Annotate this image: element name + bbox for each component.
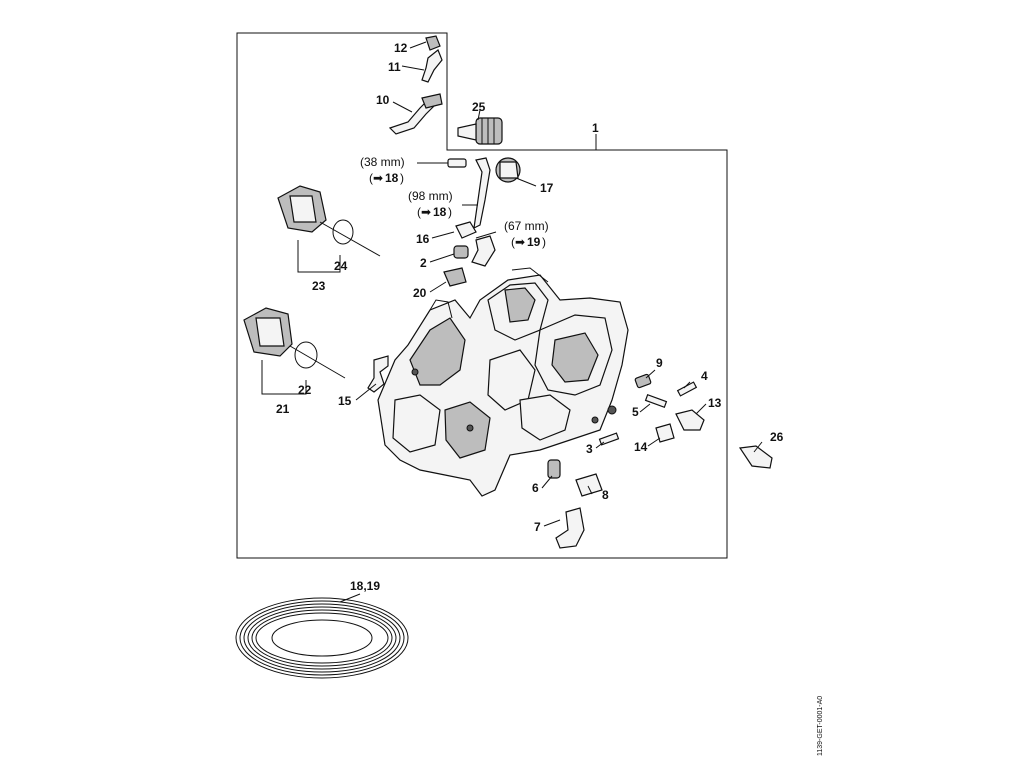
note-38mm-ref: 18 <box>385 171 399 185</box>
callout-20: 20 <box>413 286 427 300</box>
assembly-frame <box>236 32 728 559</box>
callout-13: 13 <box>708 396 722 410</box>
callout-21: 21 <box>276 402 290 416</box>
note-98mm-ref: 18 <box>433 205 447 219</box>
callout-23: 23 <box>312 279 326 293</box>
oil-line-assembly <box>388 35 443 135</box>
note-38mm: (38 mm) <box>360 155 405 169</box>
callout-15: 15 <box>338 394 352 408</box>
callout-18-19: 18,19 <box>350 579 380 593</box>
crankcase-housing <box>377 267 629 497</box>
callout-25: 25 <box>472 100 486 114</box>
callout-24: 24 <box>334 259 348 273</box>
callout-6: 6 <box>532 481 539 495</box>
fuel-filter <box>457 117 503 145</box>
callout-12: 12 <box>394 41 408 55</box>
note-67mm-ref: 19 <box>527 235 541 249</box>
callout-26: 26 <box>770 430 784 444</box>
hose-coil <box>235 597 409 679</box>
callout-14: 14 <box>634 440 648 454</box>
callout-5: 5 <box>632 405 639 419</box>
callout-22: 22 <box>298 383 312 397</box>
callout-16: 16 <box>416 232 430 246</box>
callout-11: 11 <box>388 60 401 74</box>
note-38mm-arrow: (➡ <box>369 171 383 185</box>
callout-4: 4 <box>701 369 708 383</box>
note-67mm-arrow: (➡ <box>511 235 525 249</box>
note-67mm-close: ) <box>542 235 546 249</box>
hose-15 <box>367 355 389 393</box>
callout-2: 2 <box>420 256 427 270</box>
callout-1: 1 <box>592 121 599 135</box>
callout-17: 17 <box>540 181 554 195</box>
note-67mm: (67 mm) <box>504 219 549 233</box>
callout-7: 7 <box>534 520 541 534</box>
screw-26 <box>738 445 773 469</box>
small-hardware <box>547 373 705 549</box>
oil-pump-21 <box>243 307 346 395</box>
document-id: 1139-GET-0001-A0 <box>817 696 824 756</box>
oil-pump-23 <box>277 185 381 273</box>
callout-9: 9 <box>656 356 663 370</box>
callout-8: 8 <box>602 488 609 502</box>
note-98mm-arrow: (➡ <box>417 205 431 219</box>
note-38mm-close: ) <box>400 171 404 185</box>
fuel-hose-parts <box>443 157 521 287</box>
leader-lines <box>339 41 763 603</box>
note-98mm-close: ) <box>448 205 452 219</box>
callout-10: 10 <box>376 93 390 107</box>
callout-3: 3 <box>586 442 593 456</box>
note-98mm: (98 mm) <box>408 189 453 203</box>
